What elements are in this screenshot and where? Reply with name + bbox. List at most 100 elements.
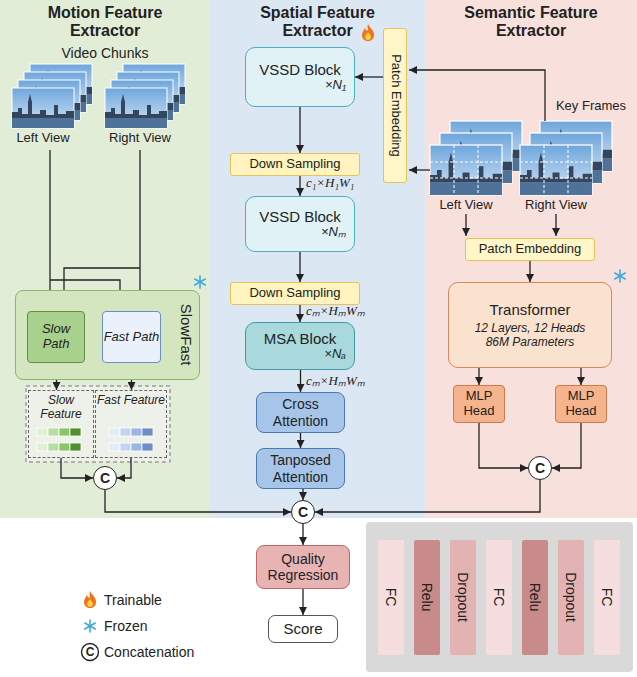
concat-circle: C <box>93 466 117 490</box>
box-label: Dropout <box>455 573 471 623</box>
concat-circle: C <box>291 500 315 524</box>
feature-group: Slow Feature <box>28 390 94 458</box>
caption-label: Video Chunks <box>30 45 180 61</box>
arrow <box>105 490 291 512</box>
layer-box: Dropout <box>450 540 476 655</box>
arrow <box>302 524 303 545</box>
dimension-label: cₘ×HₘWₘ <box>306 374 380 389</box>
layer-box: FC <box>378 540 404 655</box>
box-label: Down Sampling <box>249 286 340 301</box>
panel: Spatial Feature ExtractorVSSD Block×N₁Pa… <box>210 0 425 518</box>
arrow <box>299 305 300 322</box>
path-box: Fast Path <box>102 311 161 363</box>
caption-label: Key Frames <box>550 99 632 114</box>
box-label: MLP Head <box>556 389 606 419</box>
box-label: MSA Block <box>264 330 337 347</box>
box-label: Tanposed Attention <box>257 452 344 484</box>
panel-heading: Semantic Feature Extractor <box>456 4 606 41</box>
panel-heading: Spatial Feature Extractor <box>243 4 393 41</box>
block-box: VSSD Block×Nₘ <box>245 196 355 252</box>
layer-box: FC <box>594 540 620 655</box>
arrow <box>552 423 581 468</box>
arrow <box>529 261 530 282</box>
caption-label: Right View <box>516 198 596 213</box>
frozen-module: SlowFast Slow Path Fast Path <box>15 290 200 380</box>
box-label: SlowFast <box>178 304 195 366</box>
legend-label: Concatenation <box>104 644 194 660</box>
arrow <box>61 458 93 478</box>
box-label: Score <box>283 620 322 637</box>
box-label: ×Nₘ <box>321 225 346 240</box>
box-label: FC <box>491 588 507 607</box>
box-label: Slow Feature <box>29 394 93 422</box>
dimension-label: c₁×H₁W₁ <box>306 176 380 191</box>
box-label: C <box>298 505 308 519</box>
legend-label: Frozen <box>104 618 148 634</box>
head-box: MLP Head <box>453 385 505 423</box>
caption-label: Left View <box>3 131 83 146</box>
caption-label: Left View <box>426 198 506 213</box>
arrow <box>299 107 300 153</box>
panel-heading: Motion Feature Extractor <box>30 4 180 41</box>
legend-label: Trainable <box>104 592 162 608</box>
box-label: C <box>100 471 110 485</box>
concat-circle: C <box>528 456 552 480</box>
arrow <box>299 252 300 282</box>
arrow <box>580 368 581 385</box>
box-label: Quality Regression <box>257 551 349 583</box>
arrow <box>302 589 303 615</box>
layer-box: Relu <box>522 540 548 655</box>
output-box: Score <box>268 615 338 643</box>
caption-label: Right View <box>96 131 184 146</box>
block-box: MSA Block×Nₐ <box>245 322 355 370</box>
dimension-label: cₘ×HₘWₘ <box>306 304 380 319</box>
arrow <box>479 423 528 468</box>
panel: Semantic Feature ExtractorPatch Embeddin… <box>425 0 637 518</box>
box-label: C <box>535 461 545 475</box>
sampling-box: Down Sampling <box>230 153 360 176</box>
box-label: Cross Attention <box>257 396 344 428</box>
arrow <box>117 458 131 478</box>
head-box: MLP Head <box>555 385 607 423</box>
feature-group: Fast Feature <box>95 390 167 458</box>
box-label: Patch Embedding <box>388 54 403 157</box>
arrow <box>300 370 301 392</box>
box-label: 12 Layers, 12 Heads 86M Parameters <box>465 322 595 350</box>
box-label: Patch Embedding <box>479 242 582 257</box>
transformer-box: Transformer 12 Layers, 12 Heads 86M Param… <box>448 282 612 368</box>
box-label: Down Sampling <box>249 157 340 172</box>
box-label: Dropout <box>563 573 579 623</box>
layer-box: FC <box>486 540 512 655</box>
embedding-box: Patch Embedding <box>465 238 595 261</box>
sampling-box: Down Sampling <box>230 282 360 305</box>
box-label: VSSD Block <box>259 208 341 225</box>
path-box: Slow Path <box>27 311 85 363</box>
box-label: Relu <box>527 583 543 612</box>
box-label: MLP Head <box>454 389 504 419</box>
box-label: ×N₁ <box>325 78 346 93</box>
panel: Motion Feature ExtractorSlowFast Slow Pat… <box>0 0 210 518</box>
arrow <box>315 480 540 512</box>
box-label: Transformer <box>489 301 570 318</box>
block-box: VSSD Block×N₁ <box>245 47 355 107</box>
layer-box: Dropout <box>558 540 584 655</box>
attention-box: Tanposed Attention <box>256 448 345 489</box>
attention-box: Cross Attention <box>256 392 345 433</box>
arrow <box>355 76 383 77</box>
layer-box: Relu <box>414 540 440 655</box>
box-label: VSSD Block <box>259 61 341 78</box>
arrow <box>300 433 301 448</box>
caption-label: C <box>82 644 98 660</box>
arrow <box>299 176 300 196</box>
box-label: FC <box>383 588 399 607</box>
box-label: Fast Path <box>104 330 160 345</box>
box-label: Fast Feature <box>97 394 165 408</box>
embedding-box: Patch Embedding <box>383 28 407 183</box>
arrow <box>302 489 303 500</box>
box-label: FC <box>599 588 615 607</box>
box-label: ×Nₐ <box>324 347 346 362</box>
box-label: Slow Path <box>28 322 84 352</box>
regression-box: Quality Regression <box>256 545 350 589</box>
arrow <box>478 368 479 385</box>
box-label: Relu <box>419 583 435 612</box>
